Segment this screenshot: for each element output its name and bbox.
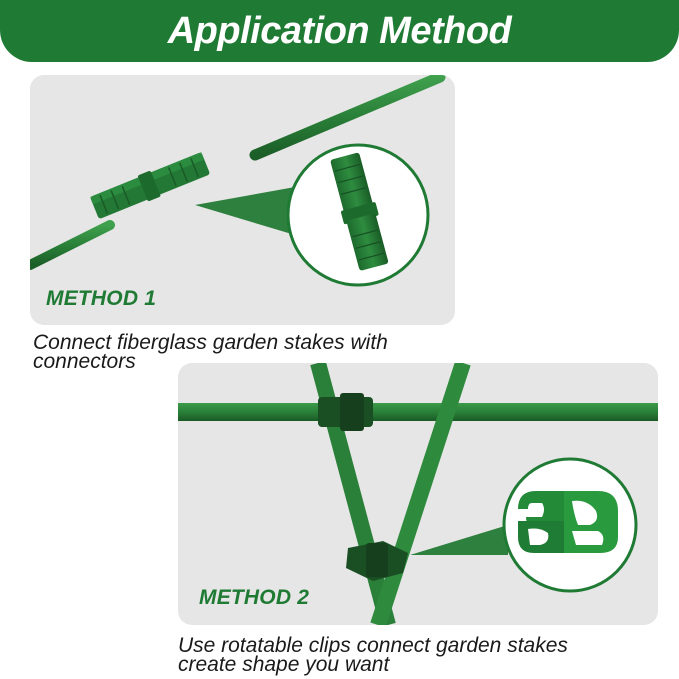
method-1-caption: Connect fiberglass garden stakes with co… <box>33 331 453 373</box>
zoom-pointer <box>195 187 295 235</box>
stake-left <box>30 220 115 270</box>
zoomed-connector <box>330 152 389 271</box>
horizontal-stake <box>178 403 658 421</box>
diagonal-stake-right <box>370 363 471 625</box>
bottom-clip <box>346 541 408 581</box>
method-1-caption-line2: connectors <box>33 350 136 373</box>
header-banner: Application Method <box>0 0 679 62</box>
method-2-caption-line2: create shape you want <box>178 653 390 676</box>
method-1-caption-line1: Connect fiberglass garden stakes with <box>33 331 388 354</box>
method-2-label: METHOD 2 <box>199 586 310 609</box>
top-clip <box>318 393 373 431</box>
page-title: Application Method <box>167 9 512 52</box>
method-2-panel: METHOD 2 <box>178 363 658 625</box>
zoomed-clip <box>518 491 618 553</box>
zoom-pointer <box>410 525 508 555</box>
method-1-label: METHOD 1 <box>46 287 157 310</box>
rotatable-clip-illustration <box>178 363 658 625</box>
method-2-caption: Use rotatable clips connect garden stake… <box>178 634 678 676</box>
connector <box>90 152 210 219</box>
stake-connector-illustration <box>30 75 446 287</box>
method-2-caption-line1: Use rotatable clips connect garden stake… <box>178 634 568 657</box>
stake-right <box>249 75 446 161</box>
method-1-panel: METHOD 1 <box>30 75 455 325</box>
